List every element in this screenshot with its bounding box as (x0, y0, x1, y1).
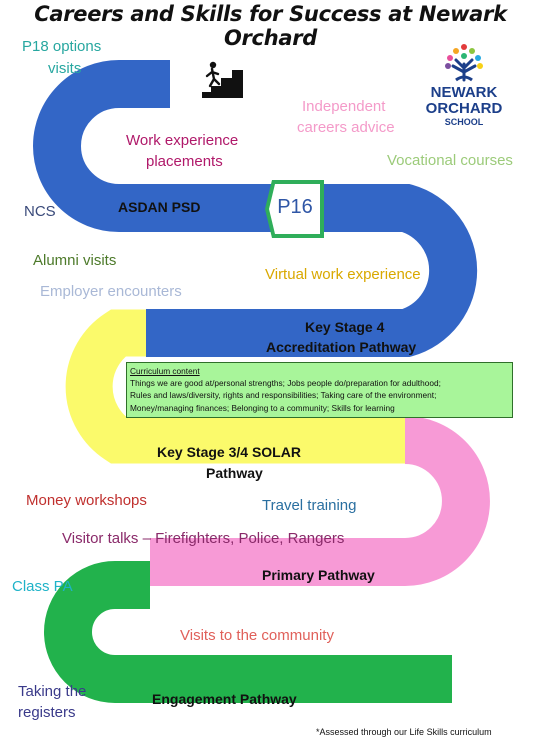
page-title: Careers and Skills for Success at Newark… (34, 2, 507, 50)
footnote: *Assessed through our Life Skills curric… (316, 727, 492, 737)
label-travel-training: Travel training (262, 497, 357, 514)
curriculum-line: Things we are good at/personal strengths… (130, 378, 441, 389)
label-visits-community: Visits to the community (180, 627, 334, 644)
curriculum-line: Rules and laws/diversity, rights and res… (130, 390, 437, 401)
label-vocational-courses: Vocational courses (387, 152, 513, 169)
engagement-pathway-label: Engagement Pathway (152, 691, 297, 707)
asdan-pathway-band (33, 60, 270, 232)
label-ncs: NCS (24, 203, 56, 220)
label-p18-options: P18 options (22, 38, 102, 55)
logo-line-newark: NEWARK (430, 84, 498, 101)
ks34-pathway-label-2: Pathway (206, 465, 263, 481)
curriculum-title: Curriculum content (130, 366, 200, 376)
label-class-pa: Class PA (12, 578, 73, 595)
label-employer-encounters: Employer encounters (40, 283, 182, 300)
ks4-pathway-band (146, 184, 478, 357)
label-work-experience: Work experience (126, 132, 239, 149)
label-taking-registers-2: registers (18, 704, 76, 721)
label-p18-visits: visits (48, 60, 82, 77)
person-climbing-stairs-icon (202, 61, 243, 98)
label-money-workshops: Money workshops (26, 492, 147, 509)
label-virtual-work: Virtual work experience (265, 266, 421, 283)
label-alumni-visits: Alumni visits (33, 252, 117, 269)
ks34-pathway-band (65, 309, 405, 464)
ks4-pathway-label-2: Accreditation Pathway (266, 339, 417, 355)
curriculum-line: Money/managing finances; Belonging to a … (130, 402, 395, 413)
label-independent-careers: Independent (302, 98, 386, 115)
p16-label: P16 (277, 196, 313, 218)
curriculum-content-box: Curriculum content Things we are good at… (126, 362, 513, 418)
arrow-badge-icon (265, 180, 324, 238)
engagement-pathway-band (44, 561, 452, 703)
primary-pathway-label: Primary Pathway (262, 567, 375, 583)
tree-logo-icon (445, 44, 483, 82)
label-taking-registers: Taking the (18, 683, 87, 700)
logo-line-school: SCHOOL (444, 117, 484, 127)
school-logo: NEWARK ORCHARD SCHOOL (420, 42, 508, 132)
primary-pathway-band (150, 416, 490, 586)
ks4-pathway-label-1: Key Stage 4 (305, 319, 385, 335)
ks34-pathway-label-1: Key Stage 3/4 SOLAR (157, 444, 301, 460)
label-visitor-talks: Visitor talks – Firefighters, Police, Ra… (62, 530, 345, 547)
logo-line-orchard: ORCHARD (425, 100, 503, 117)
label-work-experience-2: placements (146, 153, 223, 170)
asdan-pathway-label: ASDAN PSD (118, 199, 201, 215)
label-independent-careers-2: careers advice (297, 119, 395, 136)
